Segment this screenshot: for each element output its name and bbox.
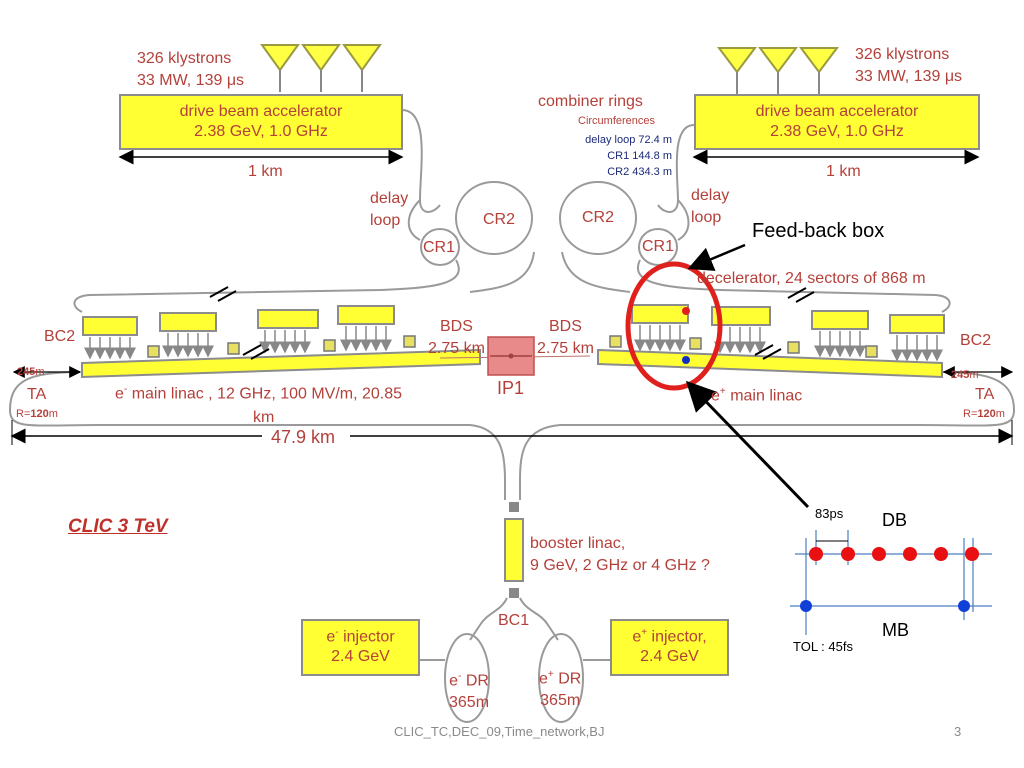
klystrons-left-label: 326 klystrons 33 MW, 139 μs [137, 50, 245, 89]
decelerator-sectors-left [82, 305, 416, 360]
ta-length-right: 245m [951, 369, 979, 381]
timing-period-label: 83ps [815, 506, 844, 521]
cr2-label-left: CR2 [483, 211, 516, 228]
positron-damping-ring-label: e+ DR 365m [539, 669, 582, 710]
decelerator-label: decelerator, 24 sectors of 868 m [697, 270, 926, 287]
combiner-rings-title: combiner rings [538, 93, 643, 110]
bc1-label: BC1 [498, 612, 530, 629]
klystrons-left [260, 44, 382, 92]
timing-mb-label: MB [882, 620, 909, 640]
electron-injector: e- injector 2.4 GeV [301, 619, 420, 676]
length-label-right: 1 km [826, 163, 861, 180]
ta-length-left: 245m [17, 366, 45, 378]
booster-linac-label: booster linac,9 GeV, 2 GHz or 4 GHz ? [530, 535, 710, 574]
ta-radius-left: R=120m [16, 408, 58, 420]
timing-tolerance-label: TOL : 45fs [793, 639, 853, 654]
cr1-label-left: CR1 [423, 239, 456, 256]
booster-linac [504, 518, 524, 582]
ta-label-right: TA [975, 386, 995, 403]
positron-linac-label: e+ main linac [711, 386, 803, 405]
bc2-label-left: BC2 [44, 328, 76, 345]
electron-linac-label: e- main linac , 12 GHz, 100 MV/m, 20.85 [115, 384, 403, 403]
footer-source: CLIC_TC,DEC_09,Time_network,BJ [394, 724, 605, 739]
cr1-label-right: CR1 [642, 238, 675, 255]
total-length-label: 47.9 km [267, 427, 340, 448]
cr2-label-right: CR2 [582, 209, 615, 226]
main-linac-left [81, 348, 481, 379]
electron-damping-ring-label: e- DR 365m [449, 671, 490, 712]
decelerator-sectors-right [609, 304, 945, 362]
ta-label-left: TA [27, 386, 47, 403]
timing-diagram [790, 530, 992, 635]
feedback-box-label: Feed-back box [752, 220, 885, 242]
feedback-highlight [625, 261, 723, 391]
bc2-label-right: BC2 [960, 332, 992, 349]
positron-injector: e+ injector, 2.4 GeV [610, 619, 729, 676]
ta-radius-right: R=120m [963, 408, 1005, 420]
combiner-circumferences: delay loop 72.4 m CR1 144.8 m CR2 434.3 … [585, 134, 672, 178]
feedback-arrow [687, 243, 746, 271]
timing-arrow [685, 380, 810, 509]
combiner-subtitle: Circumferences [578, 115, 656, 127]
klystrons-right [717, 47, 839, 94]
clic-title: CLIC 3 TeV [68, 516, 168, 537]
drive-beam-accelerator-right: drive beam accelerator 2.38 GeV, 1.0 GHz [694, 94, 980, 150]
length-label-left: 1 km [248, 163, 283, 180]
timing-db-label: DB [882, 510, 908, 530]
ip-label: IP1 [497, 378, 525, 398]
db-marker-dot [682, 307, 690, 315]
klystrons-right-label: 326 klystrons 33 MW, 139 μs [855, 46, 963, 85]
mb-marker-dot [682, 356, 690, 364]
break-marks [209, 286, 815, 360]
page-number: 3 [954, 724, 962, 739]
drive-beam-accelerator-left: drive beam accelerator 2.38 GeV, 1.0 GHz [119, 94, 403, 150]
electron-linac-label-cont: km [253, 409, 275, 426]
